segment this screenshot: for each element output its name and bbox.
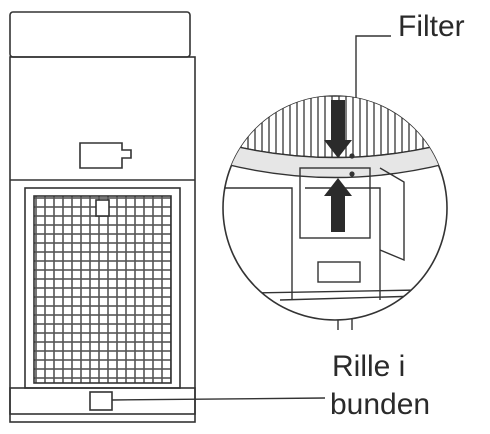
groove-label-line1: Rille i	[332, 350, 406, 383]
air-purifier	[9, 11, 196, 423]
base-groove	[89, 391, 113, 411]
purifier-base	[9, 387, 196, 415]
filter-label: Filter	[398, 10, 465, 43]
down-arrow-icon	[324, 100, 352, 158]
filter-tab	[95, 199, 110, 217]
groove-label-line2: bunden	[330, 388, 431, 421]
purifier-body	[9, 56, 196, 423]
filter-rim	[223, 139, 447, 179]
filter-grid	[33, 195, 172, 384]
up-arrow-icon	[324, 178, 352, 232]
display-panel	[79, 142, 132, 169]
groove-leader-line	[111, 397, 326, 401]
detail-magnifier	[222, 95, 448, 321]
purifier-top-cap	[9, 11, 191, 58]
groove-slot	[317, 261, 361, 283]
filter-leader-line	[355, 35, 391, 118]
